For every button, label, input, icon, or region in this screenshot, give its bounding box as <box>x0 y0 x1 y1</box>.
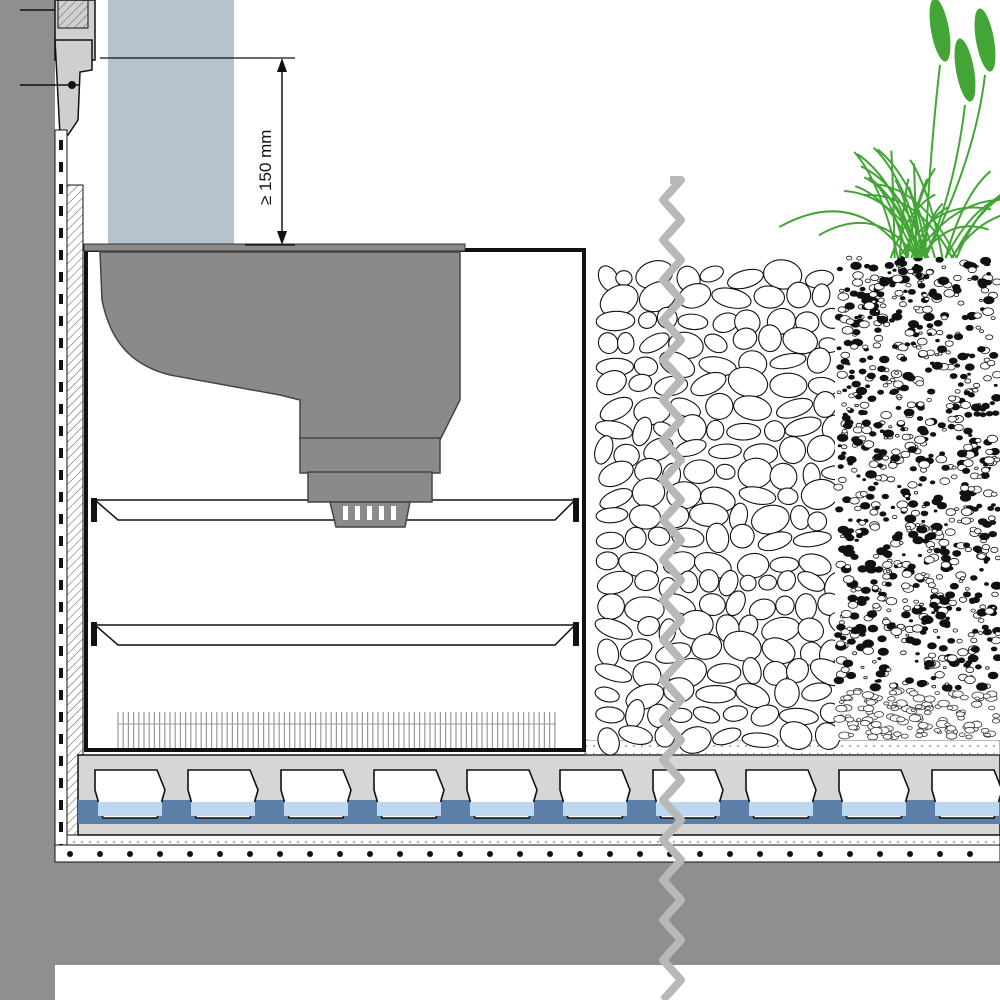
concrete-wall <box>0 0 55 1000</box>
drainage-cell-water <box>935 802 999 816</box>
wall-waterproofing <box>54 129 84 863</box>
substrate-layer <box>833 254 1000 741</box>
height-dimension: ≥ 150 mm <box>100 57 295 246</box>
drainage-cell-water <box>191 802 255 816</box>
drainage-cell-water <box>842 802 906 816</box>
drainage-cell-water <box>98 802 162 816</box>
dimension-label: ≥ 150 mm <box>256 130 275 205</box>
drainage-board <box>77 754 1000 836</box>
slab-underside-gap <box>55 965 1000 1000</box>
plant-icon <box>778 0 1000 259</box>
drainage-cell-water <box>284 802 348 816</box>
drainage-cell-water <box>749 802 813 816</box>
roof-drain-body <box>99 251 461 528</box>
roof-membrane-layers <box>54 834 1000 863</box>
pebble-layer <box>588 259 866 756</box>
concrete-slab <box>0 862 1000 965</box>
water-column <box>108 0 234 245</box>
drainage-cell-water <box>470 802 534 816</box>
drainage-cell-water <box>563 802 627 816</box>
parapet-flashing <box>20 0 96 136</box>
drainage-cell-water <box>377 802 441 816</box>
section-break-line <box>659 176 685 1000</box>
